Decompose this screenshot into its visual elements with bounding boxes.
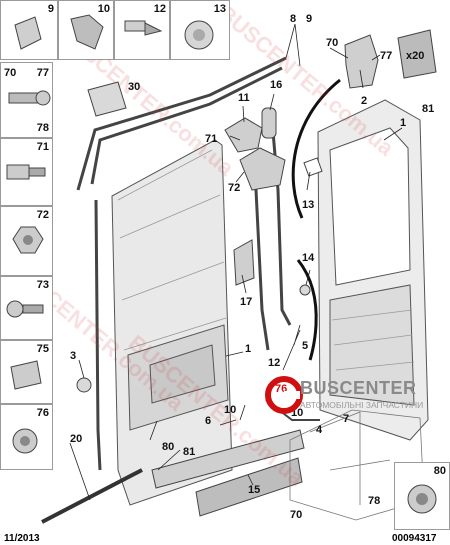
callout-label: 76 (36, 407, 49, 419)
callout-label: 70 (290, 509, 303, 521)
fastener-box-80: 80 (394, 462, 450, 530)
push-rivet-icon (124, 20, 163, 36)
callout-label: 17 (240, 296, 253, 308)
callout-label: 15 (248, 484, 261, 496)
clip-icon (70, 14, 104, 50)
nut-icon (12, 226, 44, 254)
right-door (317, 99, 429, 441)
callout-label: 71 (36, 141, 49, 153)
small-parts (76, 29, 437, 393)
fastener-box-75: 75 (0, 340, 53, 404)
multiplier-label: x20 (406, 50, 425, 62)
callout-label: 73 (36, 279, 49, 291)
fastener-box-10: 10 (58, 0, 114, 60)
callout-label: 16 (270, 79, 283, 91)
curved-arrows (291, 78, 341, 361)
callout-label: 30 (128, 81, 141, 93)
callout-label: 13 (302, 199, 315, 211)
clip-nut-icon (10, 360, 42, 390)
callout-label: 7 (343, 413, 350, 425)
left-door (111, 139, 233, 506)
logo-subtitle: АВТОМОБІЛЬНІ ЗАПЧАСТИНИ (300, 400, 424, 410)
callout-label: 5 (302, 340, 309, 352)
hinges (224, 34, 379, 286)
callout-label: 75 (36, 343, 49, 355)
callout-label: 81 (183, 446, 196, 458)
callout-label: 80 (162, 441, 175, 453)
plug-icon (407, 484, 437, 514)
bolt-icon (6, 164, 46, 180)
callout-label: 10 (224, 404, 237, 416)
callout-label: 10 (97, 3, 110, 15)
clip-icon (14, 16, 42, 50)
callout-label: 3 (70, 350, 77, 362)
callout-label: 13 (213, 3, 226, 15)
callout-label: 8 (290, 13, 297, 25)
grommet-icon (12, 428, 38, 454)
callout-label: 14 (302, 252, 315, 264)
fastener-box-73: 73 (0, 276, 53, 340)
fastener-box-9: 9 (0, 0, 58, 60)
fastener-box-70-77-78: 70 77 78 (0, 62, 53, 138)
fastener-box-72: 72 (0, 206, 53, 276)
callout-label: 77 (36, 67, 49, 79)
fastener-box-76: 76 (0, 404, 53, 470)
callout-label: 78 (36, 122, 49, 134)
door-check-strap (41, 468, 143, 524)
callout-label: 2 (361, 95, 368, 107)
diagram-date: 11/2013 (4, 533, 40, 544)
callout-label: 9 (47, 3, 54, 15)
screw-icon (8, 90, 51, 106)
callout-label: 9 (306, 13, 313, 25)
logo-name: BUSCENTER (300, 378, 417, 398)
callout-label: 12 (268, 357, 281, 369)
callout-label: 20 (70, 433, 83, 445)
buscenter-logo (265, 376, 303, 414)
screw-icon (6, 300, 44, 318)
callout-label: 72 (228, 182, 241, 194)
callout-label: 6 (205, 415, 212, 427)
callout-label: 70 (326, 37, 339, 49)
leader-lines (69, 23, 403, 501)
plug-icon (184, 20, 214, 50)
callout-label: 70 (4, 67, 17, 79)
sill-trims (151, 429, 305, 517)
callout-label: 1 (245, 343, 252, 355)
callout-label: 81 (422, 103, 435, 115)
callout-label: 1 (400, 117, 407, 129)
diagram-code: 00094317 (392, 533, 437, 544)
callout-label: 71 (205, 133, 218, 145)
fastener-box-71: 71 (0, 138, 53, 206)
callout-label: 11 (238, 92, 250, 104)
callout-label: 77 (380, 50, 393, 62)
callout-label: 72 (36, 209, 49, 221)
callout-label: 4 (316, 424, 323, 436)
fastener-box-13: 13 (170, 0, 230, 60)
callout-label: 80 (433, 465, 446, 477)
fastener-box-12: 12 (114, 0, 170, 60)
callout-label: 78 (368, 495, 381, 507)
callout-label: 12 (153, 3, 166, 15)
